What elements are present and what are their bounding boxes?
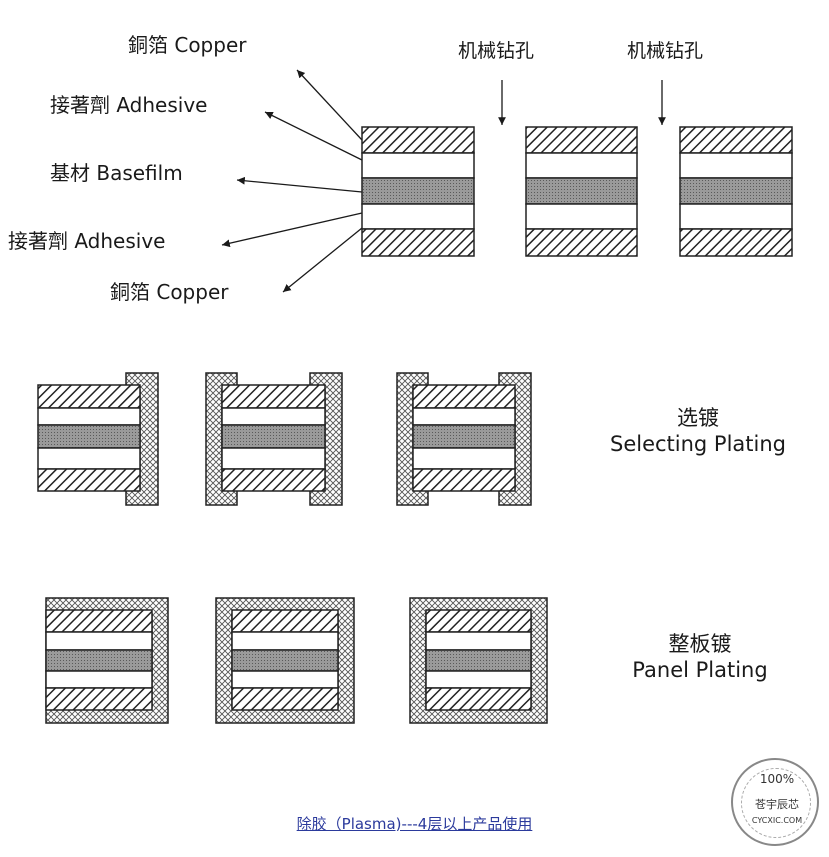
drill-label-left: 机械钻孔 xyxy=(458,40,535,62)
panel-plating-en: Panel Plating xyxy=(632,658,768,683)
laminate-stack xyxy=(361,126,475,257)
drilled-stack-right xyxy=(679,126,793,257)
stamp-middle-text: 苍宇辰芯 xyxy=(755,798,799,811)
copper-bottom-label: 銅箔 Copper xyxy=(110,280,229,304)
stamp-bottom-text: CYCXIC.COM xyxy=(751,816,803,825)
selecting-plating-1 xyxy=(37,372,159,506)
adhesive-top-label: 接著劑 Adhesive xyxy=(50,93,208,117)
panel-plating-1 xyxy=(45,597,169,724)
stamp-top-text: 100% xyxy=(759,772,795,786)
drilled-stack-left xyxy=(525,126,638,257)
panel-plating-cn: 整板镀 xyxy=(668,632,732,656)
copper-top-label: 銅箔 Copper xyxy=(128,33,247,57)
selecting-plating-en: Selecting Plating xyxy=(609,432,786,457)
watermark-stamp: 100% 苍宇辰芯 CYCXIC.COM xyxy=(731,758,819,846)
selecting-plating-3 xyxy=(396,372,532,506)
selecting-plating-label: 选镀 Selecting Plating xyxy=(603,405,793,458)
panel-plating-label: 整板镀 Panel Plating xyxy=(610,631,790,684)
drill-label-right: 机械钻孔 xyxy=(627,40,704,62)
panel-plating-3 xyxy=(409,597,548,724)
label-arrows xyxy=(221,69,666,293)
caption-link[interactable]: 除胶（Plasma)---4层以上产品使用 xyxy=(296,815,533,833)
adhesive-bottom-label: 接著劑 Adhesive xyxy=(8,229,166,253)
panel-plating-2 xyxy=(215,597,355,724)
selecting-plating-2 xyxy=(205,372,343,506)
selecting-plating-cn: 选镀 xyxy=(677,406,719,430)
basefilm-label: 基材 Basefilm xyxy=(50,161,183,185)
